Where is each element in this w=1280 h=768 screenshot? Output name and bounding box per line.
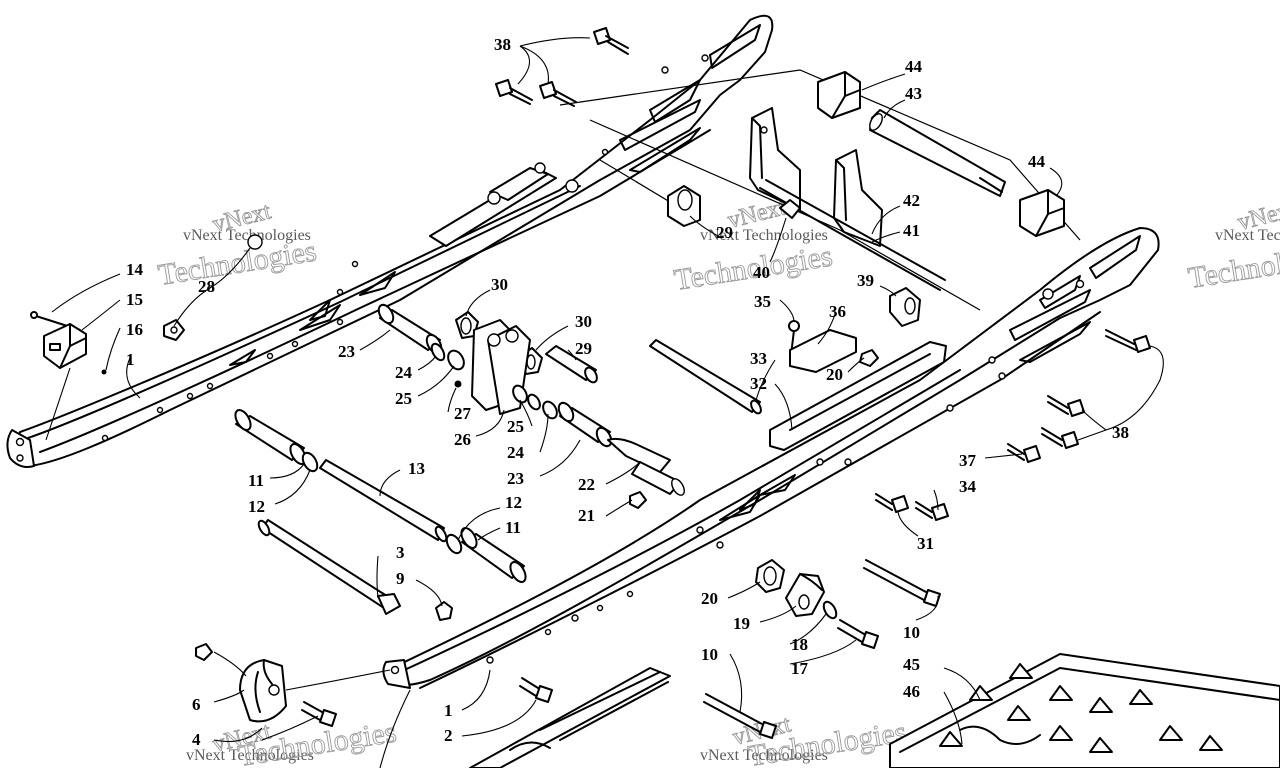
callout-17: 17 <box>791 659 809 678</box>
callout-43: 43 <box>905 84 922 103</box>
leader-lines <box>45 37 1164 768</box>
watermark-text: vNext Technologies <box>183 227 311 244</box>
callout-37: 37 <box>959 451 977 470</box>
watermark-text: vNext Technologies <box>700 227 828 244</box>
callout-20: 20 <box>701 589 718 608</box>
callout-13: 13 <box>408 459 425 478</box>
callout-3: 3 <box>396 543 405 562</box>
callout-16: 16 <box>126 320 143 339</box>
callout-30: 30 <box>491 275 508 294</box>
callout-28: 28 <box>198 277 215 296</box>
callout-35: 35 <box>754 292 771 311</box>
track <box>889 653 1280 768</box>
callout-15: 15 <box>126 290 143 309</box>
watermark-text: vNext Technologies <box>186 747 314 764</box>
callout-38: 38 <box>494 35 511 54</box>
watermark-text: vNext Technologies <box>1215 227 1280 244</box>
slide-rail <box>469 667 671 768</box>
bolts <box>30 27 1151 739</box>
callout-1: 1 <box>126 350 135 369</box>
callout-12: 12 <box>248 497 265 516</box>
callout-18: 18 <box>791 635 808 654</box>
callout-29: 29 <box>716 223 733 242</box>
callout-1: 1 <box>444 701 453 720</box>
callout-44: 44 <box>905 57 923 76</box>
callout-34: 34 <box>959 477 977 496</box>
callout-42: 42 <box>903 191 920 210</box>
callout-11: 11 <box>248 471 264 490</box>
callout-41: 41 <box>903 221 920 240</box>
callout-6: 6 <box>192 695 201 714</box>
watermark-text: vNext Technologies <box>700 747 828 764</box>
callout-12: 12 <box>505 493 522 512</box>
callout-45: 45 <box>903 655 920 674</box>
callout-4: 4 <box>192 730 201 749</box>
callout-23: 23 <box>338 342 355 361</box>
callout-36: 36 <box>829 302 846 321</box>
callout-10: 10 <box>701 645 718 664</box>
callout-32: 32 <box>750 374 767 393</box>
callout-39: 39 <box>857 271 874 290</box>
callout-25: 25 <box>395 389 412 408</box>
callout-10: 10 <box>903 623 920 642</box>
blocks <box>43 323 825 723</box>
callout-26: 26 <box>454 430 471 449</box>
callout-9: 9 <box>396 569 405 588</box>
callout-33: 33 <box>750 349 767 368</box>
callout-2: 2 <box>444 726 453 745</box>
callout-11: 11 <box>505 518 521 537</box>
callout-29: 29 <box>575 339 592 358</box>
callout-24: 24 <box>507 443 525 462</box>
callout-38: 38 <box>1112 423 1129 442</box>
callout-22: 22 <box>578 475 595 494</box>
callout-19: 19 <box>733 614 750 633</box>
callout-21: 21 <box>578 506 595 525</box>
callout-46: 46 <box>903 682 920 701</box>
callout-24: 24 <box>395 363 413 382</box>
right-rail <box>382 227 1160 689</box>
callout-25: 25 <box>507 417 524 436</box>
lower-parts <box>234 409 647 621</box>
callout-23: 23 <box>507 469 524 488</box>
callout-40: 40 <box>753 263 770 282</box>
upper-right-parts <box>667 71 1065 327</box>
callouts: 38 44 43 44 42 41 39 40 29 14 15 16 1 28… <box>126 35 1129 749</box>
left-rail <box>6 14 774 468</box>
callout-31: 31 <box>917 534 934 553</box>
callout-20: 20 <box>826 365 843 384</box>
watermark-big: Technologies <box>1186 237 1280 295</box>
center-parts <box>377 303 947 496</box>
callout-27: 27 <box>454 404 472 423</box>
callout-44: 44 <box>1028 152 1046 171</box>
callout-14: 14 <box>126 260 144 279</box>
callout-30: 30 <box>575 312 592 331</box>
